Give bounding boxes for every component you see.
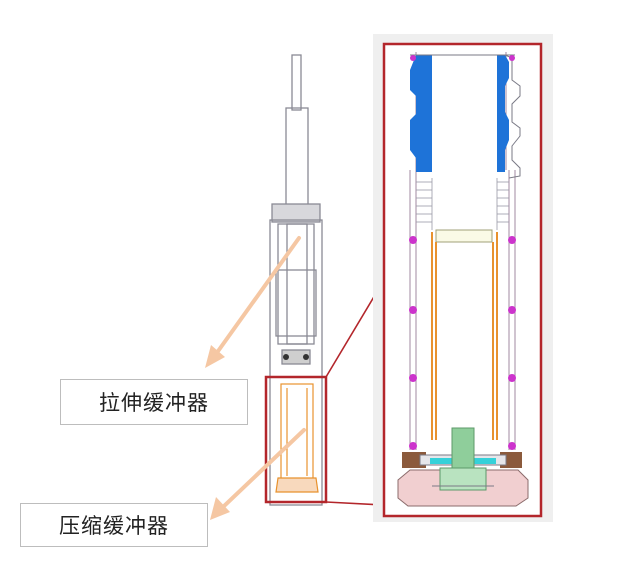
- inner-rod-top: [435, 229, 493, 243]
- piston-rod-thin: [291, 54, 302, 111]
- piston-dot-left: [283, 354, 289, 360]
- tension-buffer-label: 拉伸缓冲器: [60, 379, 248, 425]
- highlight-box-small: [264, 375, 328, 504]
- inner-lower-tube: [275, 269, 317, 337]
- hatch-lines: [416, 178, 509, 230]
- rod-inside: [286, 223, 308, 345]
- blue-bumper-right: [497, 55, 509, 172]
- buffer-body: [280, 383, 314, 481]
- piston-rod: [285, 107, 309, 209]
- orange-spring-tube: [431, 232, 498, 440]
- valve-assembly: [397, 427, 529, 507]
- top-cap: [271, 203, 321, 223]
- compression-buffer-small: [275, 383, 319, 493]
- piston: [281, 349, 311, 365]
- arrow-left-down-icon: [210, 428, 306, 520]
- arrow-right-down-icon: [205, 236, 301, 368]
- outer-cylinder: [269, 219, 323, 506]
- compression-buffer-label: 压缩缓冲器: [20, 503, 208, 547]
- blue-bumper-left: [410, 55, 432, 172]
- piston-dot-right: [303, 354, 309, 360]
- magenta-dots: [409, 55, 516, 450]
- buffer-base: [275, 477, 319, 493]
- green-nut: [439, 467, 487, 491]
- shock-absorber-overview: [269, 54, 323, 506]
- bumper-right-profile: [504, 54, 521, 179]
